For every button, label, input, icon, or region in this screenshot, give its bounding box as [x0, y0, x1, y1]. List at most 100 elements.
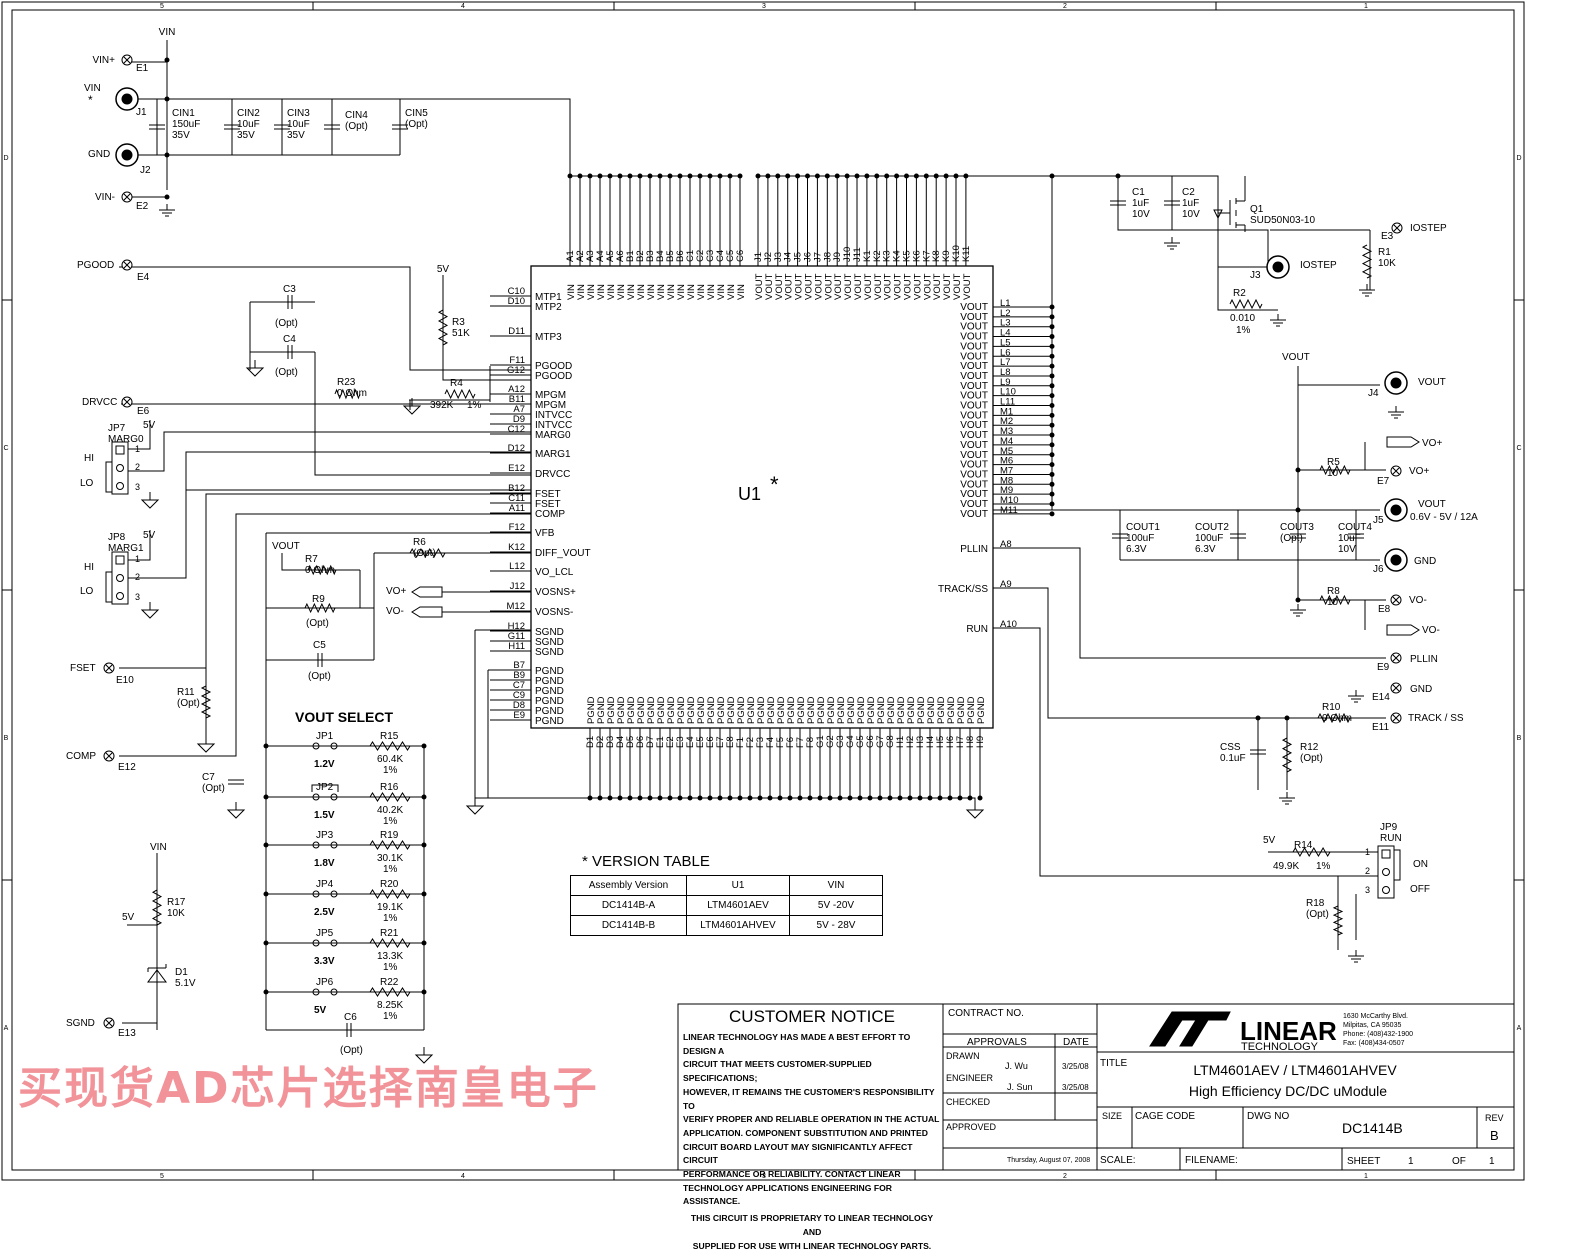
border-row-label: B	[4, 735, 9, 742]
ic-pin-name: PGND	[926, 696, 937, 724]
jack-label: IOSTEP	[1300, 260, 1337, 271]
junction-dot	[607, 173, 613, 179]
ic-pin-name: MPGM	[535, 390, 566, 401]
jumper-voltage: 2.5V	[314, 907, 335, 918]
ic-pin-name: PGND	[616, 696, 627, 724]
ic-pin-number: M6	[1000, 456, 1013, 467]
header-pin-icon	[116, 464, 124, 472]
resistor-label: R9	[312, 594, 325, 605]
ic-pin-number: J1	[753, 252, 764, 262]
terminal-label: GND	[1410, 684, 1432, 695]
ic-pin-name: VOUT	[960, 410, 988, 421]
ic-pin-name: MTP2	[535, 302, 562, 313]
ic-pin-name: PGND	[946, 696, 957, 724]
junction-dot	[707, 173, 713, 179]
ic-pin-name: VIN	[716, 284, 727, 300]
ic-pin-number: K3	[882, 250, 893, 262]
ic-pin-number: E4	[685, 736, 696, 748]
ic-pin-name: PGND	[726, 696, 737, 724]
junction-dot	[807, 795, 813, 801]
border-ticks	[2, 2, 1524, 1180]
ic-pin-name: VOUT	[960, 302, 988, 313]
cap-label: 10uF	[287, 119, 310, 130]
ic-pin-number: E3	[675, 736, 686, 748]
resistor-label: (Opt)	[177, 698, 200, 709]
ground-icon	[226, 802, 246, 819]
junction-dot	[1049, 343, 1055, 349]
resistor-r6	[409, 547, 446, 559]
ic-pin-name: VOUT	[942, 273, 953, 300]
junction-dot	[1049, 511, 1055, 517]
header-pin-icon	[1382, 886, 1390, 894]
tb-date: DATE	[1063, 1037, 1089, 1048]
ic-pin-name: PGND	[796, 696, 807, 724]
resistor-tol: 1%	[383, 864, 398, 875]
jack-label: GND	[1414, 556, 1436, 567]
resistor-tol: 1%	[383, 816, 398, 827]
cap-label: COUT4	[1338, 522, 1372, 533]
tb-address: Milpitas, CA 95035	[1343, 1022, 1401, 1029]
terminal-ref: E12	[118, 762, 136, 773]
ic-pin-name: PGND	[776, 696, 787, 724]
ic-pin-number: H3	[915, 736, 926, 748]
junction-dot	[1049, 452, 1055, 458]
ic-pin-name: PGND	[646, 696, 657, 724]
jumper-label: JP7	[108, 423, 126, 434]
port-vo-plus	[411, 586, 443, 598]
ic-pin-number: M12	[507, 601, 525, 612]
jumper-on: ON	[1413, 859, 1428, 870]
junction-dot	[263, 940, 269, 946]
junction-dot	[797, 795, 803, 801]
ic-pin-number: L1	[1000, 298, 1011, 309]
junction-dot	[263, 891, 269, 897]
ic-pin-name: PGND	[966, 696, 977, 724]
jumper-voltage: 3.3V	[314, 956, 335, 967]
ic-pin-number: H8	[965, 736, 976, 748]
junction-dot	[953, 173, 959, 179]
zener-diode-icon	[147, 964, 167, 983]
ic-pin-name: VIN	[656, 284, 667, 300]
ic-pin-name: PGND	[666, 696, 677, 724]
ic-pin-number: C7	[513, 680, 525, 691]
junction-dot	[844, 173, 850, 179]
junction-dot	[947, 795, 953, 801]
ic-pin-number: L8	[1000, 367, 1011, 378]
ic-pin-number: G3	[835, 735, 846, 748]
ic-pin-number: A5	[605, 250, 616, 262]
jack-ref: J5	[1373, 515, 1384, 526]
customer-notice-line: PERFORMANCE OR RELIABILITY. CONTACT LINE…	[683, 1169, 901, 1180]
junction-dot	[587, 795, 593, 801]
ic-pin-number: M3	[1000, 426, 1013, 437]
terminal-e6-cross	[123, 398, 131, 406]
ic-pin-number: L12	[509, 561, 525, 572]
ic-pin-number: B4	[655, 250, 666, 262]
resistor-r3	[437, 309, 449, 346]
ic-pin-name: VOUT	[960, 469, 988, 480]
ic-pin-name: MTP3	[535, 332, 562, 343]
junction-dot	[667, 795, 673, 801]
diode-label: 5.1V	[175, 978, 196, 989]
junction-dot	[887, 795, 893, 801]
terminal-e13-cross	[105, 1019, 113, 1027]
jack-ref: J4	[1368, 388, 1379, 399]
jumper-voltage: 1.8V	[314, 858, 335, 869]
resistor-label: (Opt)	[1306, 909, 1329, 920]
ic-pin-number: D1	[585, 736, 596, 748]
ic-pin-number: E5	[695, 736, 706, 748]
terminal-ref: E11	[1372, 722, 1389, 733]
jumper-label: MARG1	[108, 543, 144, 554]
junction-dot	[767, 795, 773, 801]
ic-pin-name: PGOOD	[535, 361, 572, 372]
ground-icon	[465, 798, 485, 815]
junction-dot	[884, 173, 890, 179]
capacitor-cout	[1348, 533, 1364, 539]
capacitor-c1	[1110, 200, 1126, 206]
resistor-label: R1	[1378, 247, 1391, 258]
ic-pin-number: H7	[955, 736, 966, 748]
junction-dot	[857, 795, 863, 801]
jack-j6-center	[1390, 554, 1402, 566]
resistor-tol: 1%	[383, 765, 398, 776]
tb-drawn-name: J. Wu	[1005, 1061, 1028, 1071]
ic-pin-name: INTVCC	[535, 410, 572, 421]
